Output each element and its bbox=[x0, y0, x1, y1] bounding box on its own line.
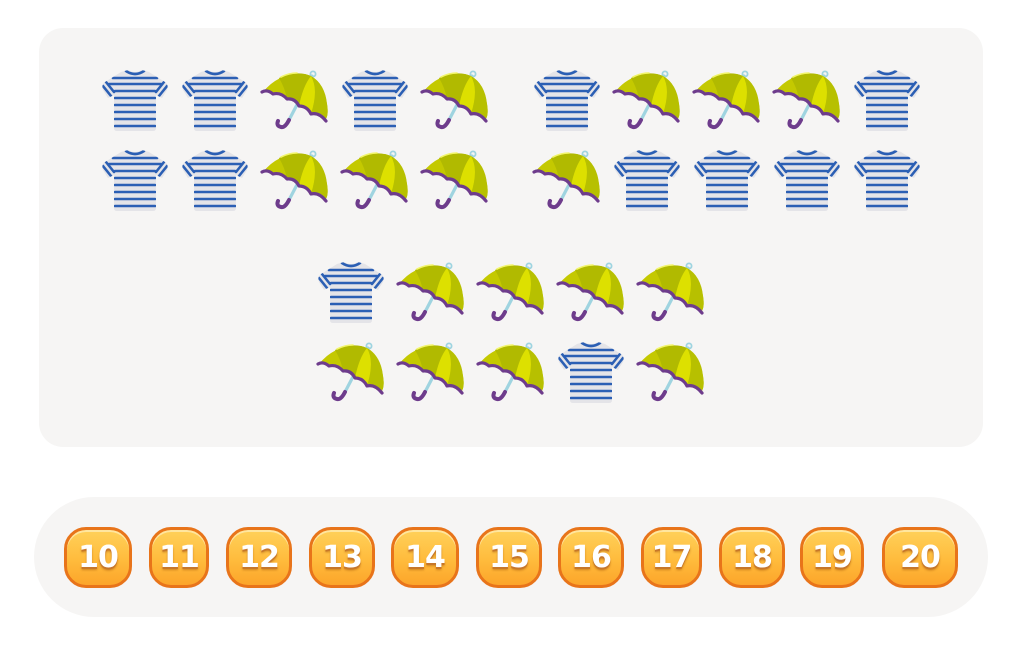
umbrella-icon bbox=[691, 68, 763, 134]
umbrella-icon bbox=[635, 340, 707, 406]
answer-button-10[interactable]: 10 bbox=[64, 527, 132, 588]
umbrella-icon bbox=[339, 148, 411, 214]
answer-button-12[interactable]: 12 bbox=[226, 527, 292, 588]
answer-button-15[interactable]: 15 bbox=[476, 527, 542, 588]
umbrella-icon bbox=[475, 260, 547, 326]
answer-button-20[interactable]: 20 bbox=[882, 527, 958, 588]
striped-tshirt-icon bbox=[691, 148, 763, 214]
striped-tshirt-icon bbox=[851, 68, 923, 134]
umbrella-icon bbox=[635, 260, 707, 326]
striped-tshirt-icon bbox=[555, 340, 627, 406]
umbrella-icon bbox=[259, 68, 331, 134]
umbrella-icon bbox=[419, 68, 491, 134]
striped-tshirt-icon bbox=[179, 148, 251, 214]
umbrella-icon bbox=[531, 148, 603, 214]
umbrella-icon bbox=[419, 148, 491, 214]
umbrella-icon bbox=[395, 340, 467, 406]
striped-tshirt-icon bbox=[851, 148, 923, 214]
striped-tshirt-icon bbox=[771, 148, 843, 214]
umbrella-icon bbox=[555, 260, 627, 326]
striped-tshirt-icon bbox=[531, 68, 603, 134]
umbrella-icon bbox=[259, 148, 331, 214]
answer-button-16[interactable]: 16 bbox=[558, 527, 624, 588]
striped-tshirt-icon bbox=[179, 68, 251, 134]
umbrella-icon bbox=[315, 340, 387, 406]
striped-tshirt-icon bbox=[611, 148, 683, 214]
answer-button-14[interactable]: 14 bbox=[391, 527, 459, 588]
answer-button-19[interactable]: 19 bbox=[800, 527, 864, 588]
answer-button-13[interactable]: 13 bbox=[309, 527, 375, 588]
umbrella-icon bbox=[475, 340, 547, 406]
striped-tshirt-icon bbox=[99, 148, 171, 214]
umbrella-icon bbox=[771, 68, 843, 134]
umbrella-icon bbox=[611, 68, 683, 134]
umbrella-icon bbox=[395, 260, 467, 326]
answer-button-11[interactable]: 11 bbox=[149, 527, 209, 588]
answer-button-17[interactable]: 17 bbox=[641, 527, 702, 588]
striped-tshirt-icon bbox=[99, 68, 171, 134]
answer-button-18[interactable]: 18 bbox=[719, 527, 785, 588]
striped-tshirt-icon bbox=[339, 68, 411, 134]
striped-tshirt-icon bbox=[315, 260, 387, 326]
